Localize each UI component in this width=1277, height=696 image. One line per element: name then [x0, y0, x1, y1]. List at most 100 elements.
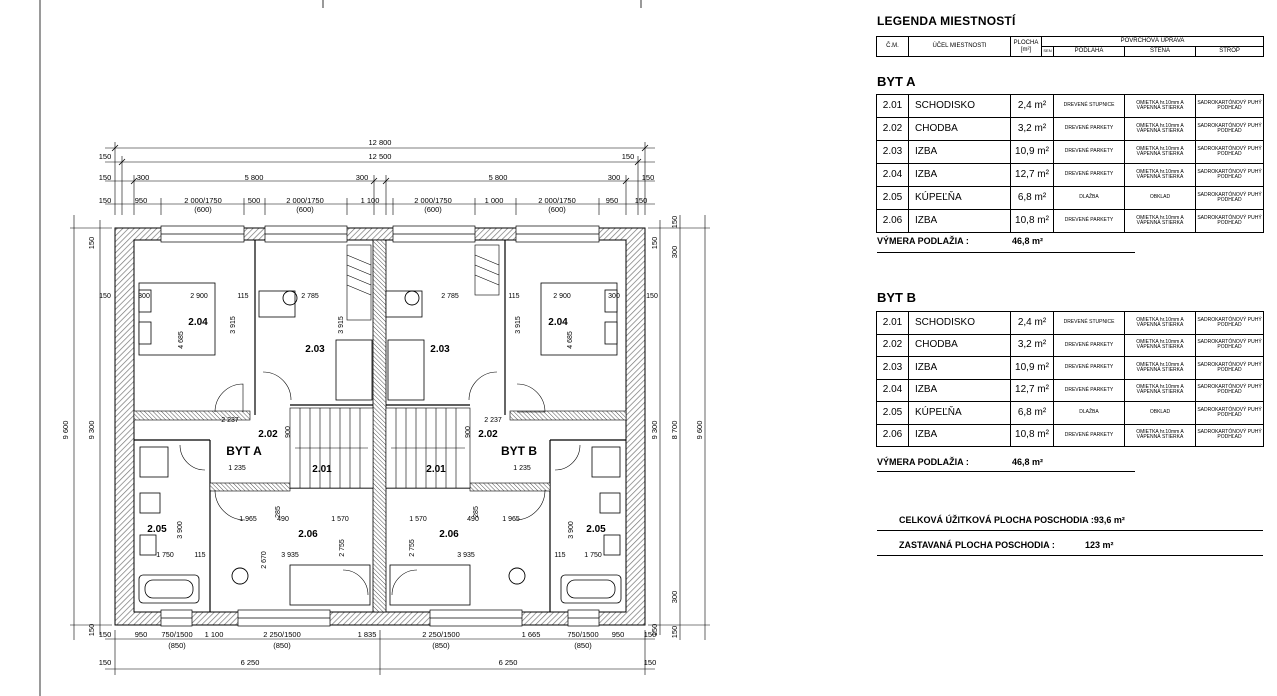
svg-text:(600): (600): [424, 205, 442, 214]
svg-text:5 800: 5 800: [245, 173, 264, 182]
total-useful-area: CELKOVÁ ÚŽITKOVÁ PLOCHA POSCHODIA :93,6 …: [899, 515, 1125, 525]
dimension-text-side: 9 600 9 300 150 150 9 300 8 700 9 600 15…: [61, 216, 704, 639]
ceiling-finish: SADROKARTÓNOVÝ PUHÝ PODHĽAD: [1195, 423, 1264, 447]
svg-text:150: 150: [670, 626, 679, 639]
floor-finish: DREVENÉ PARKETY: [1053, 333, 1125, 357]
dimension-lines-top: [105, 142, 655, 215]
apartment-label-b: BYT B: [501, 444, 537, 458]
dim-overall-top: 12 800: [369, 138, 392, 147]
room-area: 12,7 m²: [1010, 378, 1054, 402]
room-area: 10,9 m²: [1010, 356, 1054, 380]
room-area: 10,8 m²: [1010, 209, 1054, 233]
bathtub: [138, 574, 622, 604]
svg-text:950: 950: [612, 630, 625, 639]
floor-area-byt-b: VÝMERA PODLAŽIA : 46,8 m²: [877, 457, 1044, 467]
svg-text:3 900: 3 900: [568, 521, 575, 539]
svg-text:3 915: 3 915: [230, 316, 237, 334]
svg-text:900: 900: [465, 426, 472, 438]
room-number: 2.06: [876, 209, 909, 233]
wall-finish: OMIETKA hr.10mm A VÁPENNÁ STIERKA: [1124, 117, 1196, 141]
dim-right-inner: 9 300: [650, 421, 659, 440]
room-number: 2.03: [876, 140, 909, 164]
room-label: 2.05: [586, 524, 606, 535]
svg-text:2 000/1750: 2 000/1750: [286, 196, 324, 205]
room-label: 2.01: [312, 464, 332, 475]
room-label: 2.06: [439, 529, 459, 540]
header-cm: Č.M.: [876, 36, 909, 57]
room-area: 6,8 m²: [1010, 186, 1054, 210]
svg-text:150: 150: [99, 658, 112, 667]
header-sen: SEN: [1041, 46, 1054, 57]
rule: [877, 471, 1135, 472]
svg-text:150: 150: [642, 173, 655, 182]
svg-text:1 235: 1 235: [228, 465, 246, 472]
svg-text:1 000: 1 000: [485, 196, 504, 205]
svg-text:(850): (850): [574, 641, 592, 650]
svg-text:1 835: 1 835: [358, 630, 377, 639]
svg-text:750/1500: 750/1500: [161, 630, 192, 639]
dimension-lines-bottom: [105, 630, 655, 675]
wall-finish: OMIETKA hr.10mm A VÁPENNÁ STIERKA: [1124, 356, 1196, 380]
room-label: 2.04: [548, 317, 568, 328]
apartment-labels: BYT A BYT B: [226, 444, 537, 458]
floor-finish: DREVENÉ PARKETY: [1053, 423, 1125, 447]
room-number: 2.04: [876, 163, 909, 187]
svg-text:1 965: 1 965: [239, 516, 257, 523]
svg-text:750/1500: 750/1500: [567, 630, 598, 639]
staircase-a: [289, 407, 374, 489]
wall-finish: OMIETKA hr.10mm A VÁPENNÁ STIERKA: [1124, 378, 1196, 402]
svg-text:(600): (600): [194, 205, 212, 214]
room-area: 2,4 m²: [1010, 311, 1054, 335]
ceiling-finish: SADROKARTÓNOVÝ PUHÝ PODHĽAD: [1195, 209, 1264, 233]
dimension-lines-side: [70, 215, 710, 640]
svg-text:150: 150: [622, 152, 635, 161]
dim-left-inner: 9 300: [87, 421, 96, 440]
ceiling-finish: SADROKARTÓNOVÝ PUHÝ PODHĽAD: [1195, 333, 1264, 357]
legend-title: LEGENDA MIESTNOSTÍ: [877, 14, 1016, 28]
floor-finish: DREVENÉ PARKETY: [1053, 140, 1125, 164]
svg-text:1 100: 1 100: [361, 196, 380, 205]
svg-text:3 915: 3 915: [515, 316, 522, 334]
svg-text:2 237: 2 237: [484, 417, 502, 424]
bed: [138, 282, 618, 356]
chair-icon: [231, 290, 526, 585]
floor-finish: DREVENÉ STUPNICE: [1053, 94, 1125, 118]
svg-text:900: 900: [285, 426, 292, 438]
door-swing: [179, 371, 581, 596]
room-number: 2.06: [876, 423, 909, 447]
floor-area-byt-a: VÝMERA PODLAŽIA : 46,8 m²: [877, 236, 1044, 246]
svg-text:2 755: 2 755: [339, 539, 346, 557]
svg-text:2 000/1750: 2 000/1750: [184, 196, 222, 205]
rule: [877, 530, 1263, 531]
svg-text:115: 115: [508, 293, 519, 300]
floor-finish: DLAŽBA: [1053, 186, 1125, 210]
floor-finish: DREVENÉ PARKETY: [1053, 209, 1125, 233]
svg-text:1 570: 1 570: [409, 516, 427, 523]
wardrobe: [346, 244, 500, 321]
header-strop: STROP: [1194, 46, 1265, 57]
room-area: 3,2 m²: [1010, 333, 1054, 357]
svg-text:1 965: 1 965: [502, 516, 520, 523]
svg-text:4 685: 4 685: [567, 331, 574, 349]
room-number: 2.01: [876, 311, 909, 335]
svg-text:115: 115: [554, 552, 565, 559]
wall-finish: OMIETKA hr.10mm A VÁPENNÁ STIERKA: [1124, 209, 1196, 233]
svg-text:(850): (850): [168, 641, 186, 650]
room-area: 10,8 m²: [1010, 423, 1054, 447]
room-name: IZBA: [908, 140, 1011, 164]
desk: [258, 290, 471, 606]
wall-finish: OMIETKA hr.10mm A VÁPENNÁ STIERKA: [1124, 94, 1196, 118]
svg-text:150: 150: [650, 237, 659, 250]
windows-bottom: [160, 609, 600, 627]
svg-text:5 800: 5 800: [489, 173, 508, 182]
svg-text:300: 300: [608, 173, 621, 182]
room-area: 10,9 m²: [1010, 140, 1054, 164]
